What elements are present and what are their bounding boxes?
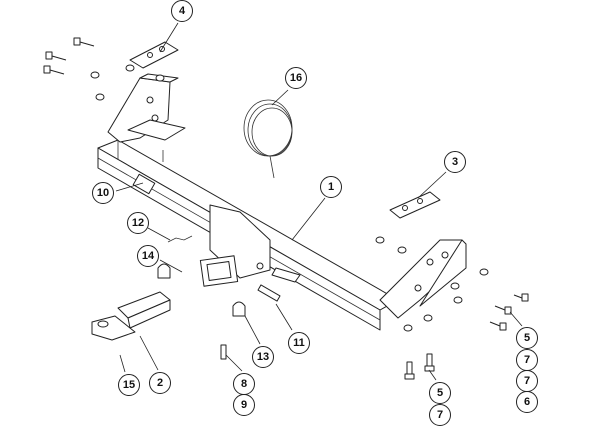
- svg-text:16: 16: [290, 72, 302, 84]
- callout-14: 14: [137, 245, 159, 267]
- bolts-top-left: [43, 37, 165, 101]
- callout-8: 8: [233, 373, 255, 395]
- svg-text:14: 14: [142, 250, 155, 262]
- ball-mount: [91, 291, 171, 341]
- callout-7-right-b: 7: [516, 370, 538, 392]
- svg-text:1: 1: [328, 181, 334, 193]
- leader-lines: [115, 22, 523, 381]
- callout-15: 15: [118, 374, 140, 396]
- side-plate: [132, 173, 156, 195]
- svg-text:11: 11: [293, 337, 305, 349]
- receiver-mount: [199, 204, 301, 287]
- callout-13: 13: [252, 346, 274, 368]
- callout-5-left: 5: [429, 382, 451, 404]
- right-plate: [389, 191, 441, 219]
- svg-text:4: 4: [179, 5, 186, 17]
- callout-7-left: 7: [429, 404, 451, 426]
- callout-10: 10: [92, 182, 114, 204]
- svg-text:8: 8: [241, 378, 247, 390]
- callout-2: 2: [149, 372, 171, 394]
- svg-text:6: 6: [524, 396, 530, 408]
- wire-coil: [243, 99, 293, 179]
- svg-text:15: 15: [123, 379, 135, 391]
- callout-7-right-a: 7: [516, 349, 538, 371]
- svg-text:9: 9: [241, 399, 247, 411]
- svg-text:10: 10: [97, 187, 109, 199]
- svg-text:5: 5: [524, 332, 530, 344]
- callout-11: 11: [288, 332, 310, 354]
- callout-5-right: 5: [516, 327, 538, 349]
- callout-3: 3: [444, 151, 466, 173]
- svg-text:7: 7: [437, 409, 443, 421]
- svg-text:3: 3: [452, 156, 458, 168]
- svg-text:13: 13: [257, 351, 269, 363]
- right-bracket: [379, 239, 467, 319]
- svg-text:2: 2: [157, 377, 163, 389]
- bolts-right: [375, 236, 529, 380]
- svg-text:12: 12: [132, 217, 144, 229]
- callout-4: 4: [171, 0, 193, 22]
- top-plate: [129, 41, 179, 69]
- callout-6: 6: [516, 391, 538, 413]
- svg-text:5: 5: [437, 387, 443, 399]
- svg-text:7: 7: [524, 375, 530, 387]
- callout-9: 9: [233, 394, 255, 416]
- svg-text:7: 7: [524, 354, 530, 366]
- callout-16: 16: [285, 67, 307, 89]
- callout-1: 1: [320, 176, 342, 198]
- small-hardware: [157, 235, 281, 360]
- callout-12: 12: [127, 212, 149, 234]
